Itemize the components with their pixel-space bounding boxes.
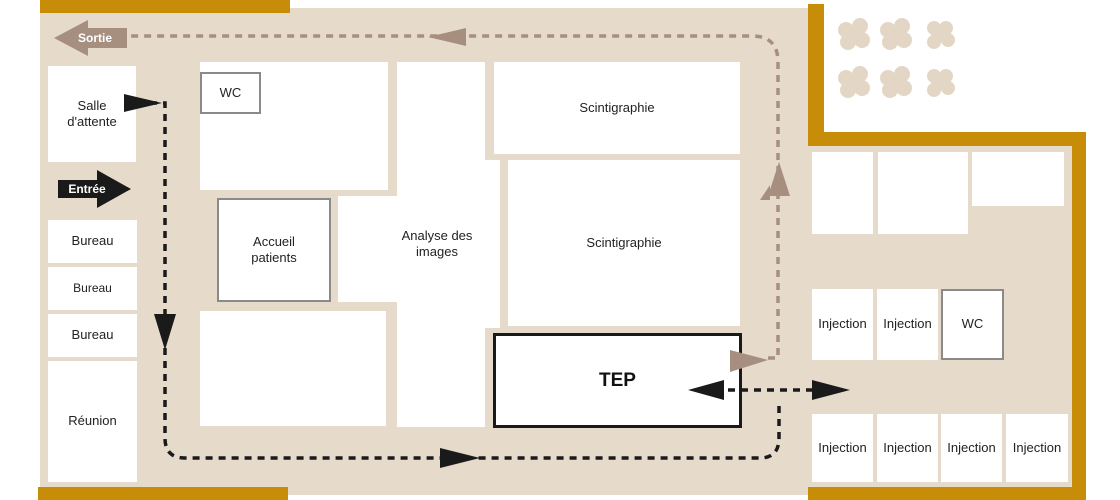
tree-icon	[838, 66, 870, 98]
entry-arrowhead-right	[124, 94, 162, 112]
sortie-arrow-icon	[54, 20, 127, 56]
entry-arrowhead-bottom	[440, 448, 480, 468]
room-scintigraphie-1: Scintigraphie	[494, 62, 740, 154]
tree-icon	[838, 18, 870, 50]
room-analyse-images	[338, 196, 500, 302]
room-annex-2	[878, 152, 968, 234]
room-reunion: Réunion	[48, 361, 137, 482]
entree-arrow-icon	[58, 170, 131, 208]
exit-arrowhead-upper	[428, 28, 466, 46]
room-salle-attente: Salle d'attente	[48, 66, 136, 162]
room-injection-1: Injection	[812, 289, 873, 360]
room-injection-2: Injection	[877, 289, 938, 360]
room-injection-5: Injection	[941, 414, 1002, 482]
room-lower-left-block	[200, 311, 386, 426]
wall-top	[40, 0, 290, 13]
left-arrow-icon	[688, 380, 724, 400]
room-bureau-3: Bureau	[48, 314, 137, 357]
wall-courtyard-vertical	[808, 4, 824, 144]
tree-icon	[927, 21, 955, 49]
entree-label: Entrée	[68, 182, 106, 196]
room-annex-3	[972, 152, 1064, 206]
room-wc-1: WC	[200, 72, 261, 114]
room-wc-2: WC	[941, 289, 1004, 360]
down-arrow-icon	[154, 314, 176, 350]
room-injection-6: Injection	[1006, 414, 1068, 482]
wall-courtyard-horizontal	[808, 132, 1086, 146]
room-injection-3: Injection	[812, 414, 873, 482]
sortie-label: Sortie	[77, 31, 112, 45]
room-bureau-1: Bureau	[48, 220, 137, 263]
exit-arrowhead-right	[760, 185, 770, 200]
courtyard-trees	[838, 18, 955, 98]
tree-icon	[880, 66, 912, 98]
room-tep: TEP	[493, 333, 742, 428]
room-analyse-lower-right	[485, 160, 500, 328]
room-analyse-label: Analyse des images	[401, 228, 473, 260]
tree-icon	[927, 69, 955, 97]
entry-path	[150, 101, 781, 460]
right-arrow-icon	[812, 380, 850, 400]
room-scintigraphie-2: Scintigraphie	[508, 160, 740, 326]
right-arrow-icon	[730, 350, 768, 372]
room-annex-1	[812, 152, 873, 234]
wall-right	[1072, 132, 1086, 500]
room-bureau-2: Bureau	[48, 267, 137, 310]
wall-bottom-left	[38, 487, 288, 500]
room-accueil-patients: Accueil patients	[217, 198, 331, 302]
wall-bottom-right	[808, 487, 1086, 500]
room-injection-4: Injection	[877, 414, 938, 482]
exit-path	[130, 34, 780, 360]
tree-icon	[880, 18, 912, 50]
up-arrow-icon	[768, 162, 790, 196]
